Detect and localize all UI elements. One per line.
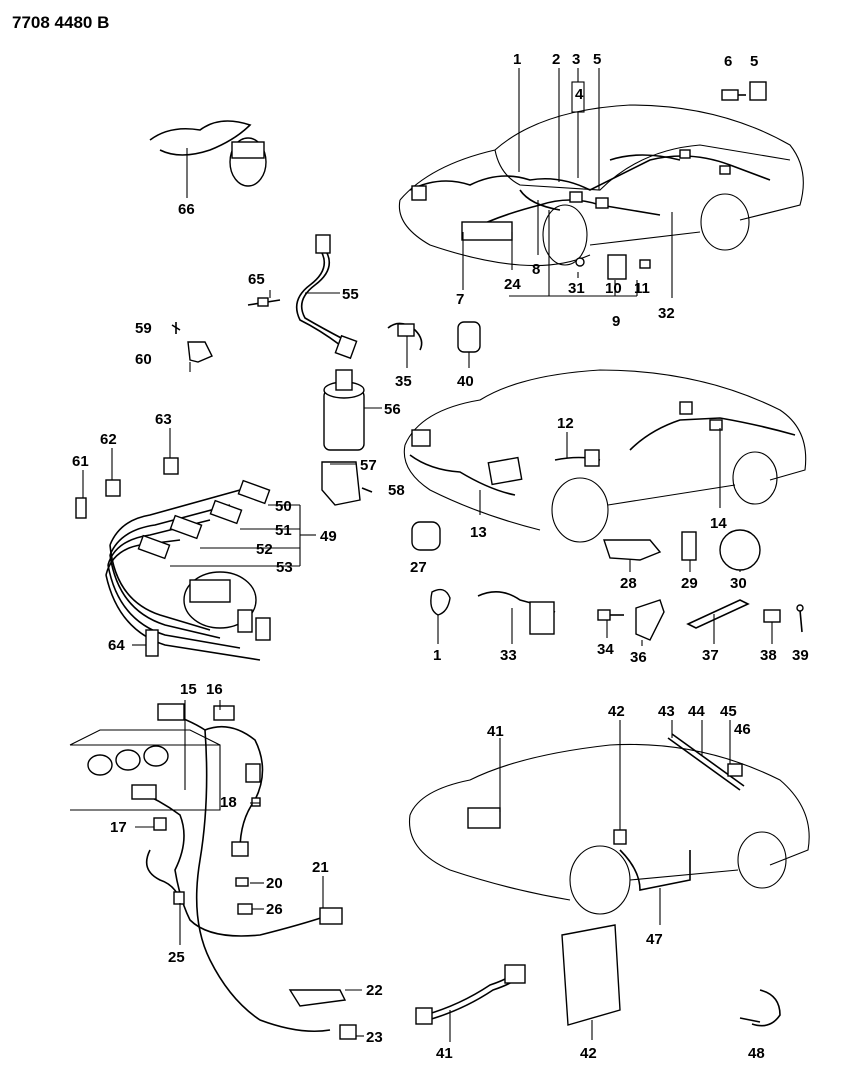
callout: 33: [500, 647, 517, 664]
callout: 4: [575, 86, 584, 103]
callout: 42: [608, 703, 625, 720]
callout: 9: [612, 313, 620, 330]
callout: 23: [366, 1029, 383, 1046]
parts-35-40: [387, 321, 481, 368]
callout: 16: [206, 681, 223, 698]
callout: 26: [266, 901, 283, 918]
callout: 37: [702, 647, 719, 664]
callout: 1: [433, 647, 441, 664]
ignition-coil-parts: [75, 234, 382, 519]
callout: 28: [620, 575, 637, 592]
callout: 34: [597, 641, 614, 658]
callout: 47: [646, 931, 663, 948]
callout: 50: [275, 498, 292, 515]
callout: 2: [552, 51, 560, 68]
callout: 48: [748, 1045, 765, 1062]
callout: 55: [342, 286, 359, 303]
callout: 57: [360, 457, 377, 474]
callout: 53: [276, 559, 293, 576]
callout: 18: [220, 794, 237, 811]
callout: 15: [180, 681, 197, 698]
engine-bay-harness: [69, 700, 364, 1040]
callout: 43: [658, 703, 675, 720]
callout: 17: [110, 819, 127, 836]
callout: 13: [470, 524, 487, 541]
callout: 64: [108, 637, 125, 654]
callout: 3: [572, 51, 580, 68]
callout: 62: [100, 431, 117, 448]
callout: 24: [504, 276, 521, 293]
callout: 45: [720, 703, 737, 720]
distributor-ht-leads: [105, 479, 316, 661]
callout: 52: [256, 541, 273, 558]
callout: 35: [395, 373, 412, 390]
callout: 38: [760, 647, 777, 664]
car-middle-harness: [403, 369, 807, 543]
callout: 40: [457, 373, 474, 390]
callout: 61: [72, 453, 89, 470]
callout: 20: [266, 875, 283, 892]
callout: 36: [630, 649, 647, 666]
callout: 32: [658, 305, 675, 322]
callout: 59: [135, 320, 152, 337]
callout: 31: [568, 280, 585, 297]
callout: 56: [384, 401, 401, 418]
callout: 41: [487, 723, 504, 740]
diagram-code: 7708 4480 B: [12, 13, 109, 32]
callout: 60: [135, 351, 152, 368]
callout: 6: [724, 53, 732, 70]
callout: 12: [557, 415, 574, 432]
callout: 63: [155, 411, 172, 428]
small-parts-row: [411, 521, 804, 646]
callout: 39: [792, 647, 809, 664]
callout: 66: [178, 201, 195, 218]
callout: 11: [634, 280, 650, 297]
callout: 22: [366, 982, 383, 999]
callout: 5: [750, 53, 758, 70]
callout: 46: [734, 721, 751, 738]
callout: 21: [312, 859, 329, 876]
callout: 58: [388, 482, 405, 499]
car-bottom-harness: [408, 720, 810, 1042]
callout: 42: [580, 1045, 597, 1062]
callout: 29: [681, 575, 698, 592]
callout: 14: [710, 515, 727, 532]
callout: 25: [168, 949, 185, 966]
part-66-harness: [149, 120, 267, 198]
callout: 49: [320, 528, 337, 545]
callout: 44: [688, 703, 705, 720]
callout: 5: [593, 51, 601, 68]
callout: 30: [730, 575, 747, 592]
callout: 10: [605, 280, 622, 297]
callout-labels: 1 2 3 4 5 6 5 66 8 24 31 10 11 7 9 32 65…: [72, 51, 809, 1062]
car-top-harness: [398, 68, 804, 298]
callout: 7: [456, 291, 464, 308]
callout: 65: [248, 271, 265, 288]
callout: 8: [532, 261, 540, 278]
callout: 27: [410, 559, 427, 576]
callout: 41: [436, 1045, 453, 1062]
callout: 1: [513, 51, 521, 68]
callout: 51: [275, 522, 292, 539]
